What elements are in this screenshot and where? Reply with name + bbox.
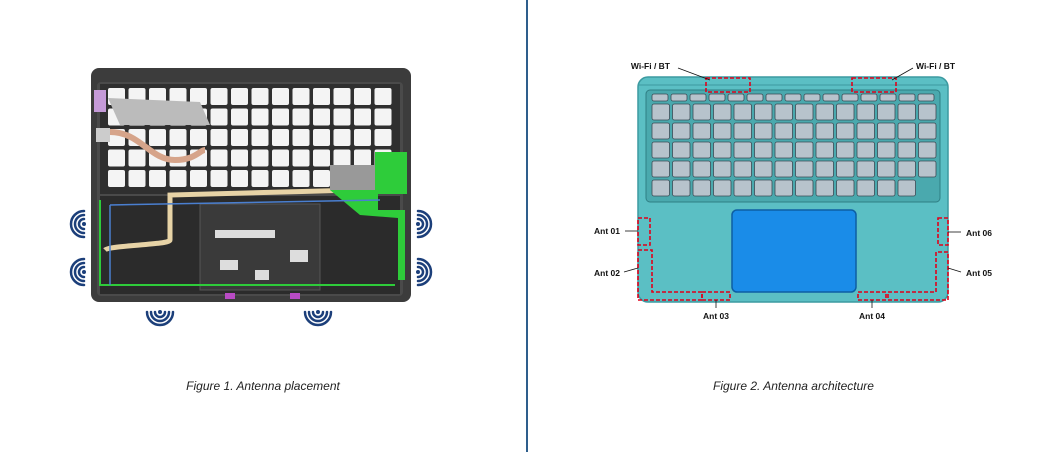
keyboard-keys xyxy=(651,93,937,197)
label-ant04: Ant 04 xyxy=(859,311,885,321)
label-wifi-bt-right: Wi-Fi / BT xyxy=(916,61,956,71)
label-wifi-bt-left: Wi-Fi / BT xyxy=(631,61,671,71)
touchpad xyxy=(731,209,857,293)
label-ant03: Ant 03 xyxy=(703,311,729,321)
pcb-board xyxy=(375,152,407,194)
wifi-bt-left-region xyxy=(705,77,751,93)
figure-2-caption: Figure 2. Antenna architecture xyxy=(713,379,874,393)
figure-1-panel: Figure 1. Antenna placement xyxy=(0,0,526,452)
label-ant06: Ant 06 xyxy=(966,228,992,238)
panel-divider xyxy=(526,0,528,452)
ant05-region xyxy=(887,251,949,301)
label-ant05: Ant 05 xyxy=(966,268,992,278)
ant06-region xyxy=(937,217,949,246)
wifi-module xyxy=(330,165,378,190)
label-ant01: Ant 01 xyxy=(594,226,620,236)
figure-2-panel: Wi-Fi / BT Wi-Fi / BT Ant 01 Ant 02 Ant … xyxy=(528,0,1059,452)
label-ant02: Ant 02 xyxy=(594,268,620,278)
antenna-placement-illustration xyxy=(69,68,433,327)
figure-1-caption: Figure 1. Antenna placement xyxy=(186,379,340,393)
ant01-region xyxy=(637,217,651,246)
wifi-bt-right-region xyxy=(851,77,897,93)
antenna-architecture-diagram: Wi-Fi / BT Wi-Fi / BT Ant 01 Ant 02 Ant … xyxy=(594,61,992,321)
